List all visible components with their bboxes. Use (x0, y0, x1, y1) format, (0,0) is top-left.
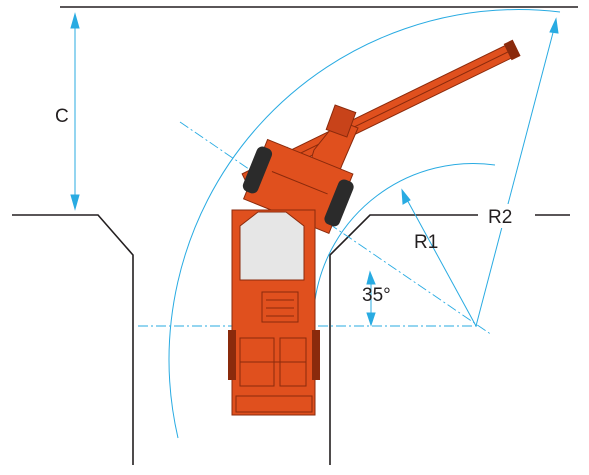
angle-arrow-bottom (366, 312, 376, 327)
angle-label: 35° (362, 285, 391, 306)
r2-radius-line (475, 24, 556, 327)
angled-centerline (179, 121, 493, 336)
front-unit-detail (271, 171, 328, 195)
front-wheel-right (324, 179, 354, 227)
boom-joint (325, 104, 357, 138)
front-wheel-left (242, 146, 273, 194)
angle-arrow-top (366, 270, 376, 285)
cab-canopy (239, 211, 305, 281)
rear-wheel-left (228, 330, 236, 380)
carrier-details (235, 291, 313, 413)
left-wall (12, 214, 134, 465)
engine-grille (261, 291, 299, 323)
r2-label-bg (483, 204, 531, 228)
drill-rig (228, 39, 521, 416)
radius-lines (401, 17, 559, 327)
r1-label: R1 (414, 232, 438, 253)
r2-outer-arc (168, 9, 561, 439)
right-wall (329, 214, 478, 465)
c-arrow-bottom (70, 194, 80, 211)
c-arrow-top (70, 12, 80, 29)
c-label: C (55, 106, 69, 127)
boom-end-cap (503, 39, 521, 61)
r1-inner-arc (314, 163, 496, 395)
r1-arrow (401, 188, 411, 205)
r2-label: R2 (488, 207, 512, 228)
tunnel-walls (12, 6, 578, 465)
c-dimension (70, 12, 80, 211)
rear-bumper (235, 395, 313, 413)
r1-radius-line (404, 195, 477, 327)
angle-marker (366, 270, 376, 327)
r2-arrow (549, 17, 559, 34)
rear-wheel-right (312, 330, 320, 380)
